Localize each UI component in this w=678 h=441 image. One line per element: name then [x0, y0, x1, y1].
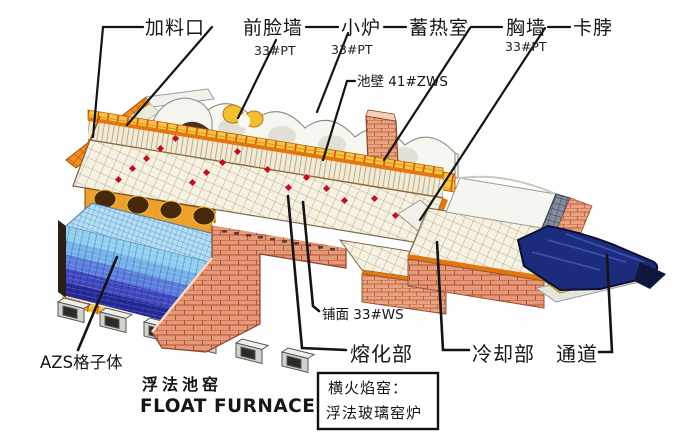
note-box-line2: 浮法玻璃窑炉 [326, 404, 422, 422]
rider-arch-band [84, 187, 216, 235]
label-breast-wall: 胸墙 [506, 17, 546, 39]
leader-lines [76, 25, 614, 354]
caption-english: FLOAT FURNACE [140, 396, 315, 417]
leader-paving [301, 200, 321, 313]
label-regenerator: 蓄热室 [409, 17, 469, 39]
leader-tank-wall [321, 79, 357, 162]
leader-front-face-wall [125, 25, 214, 127]
label-tank-wall: 池壁 41#ZWS [357, 74, 448, 90]
label-paving: 铺面 33#WS [322, 307, 404, 323]
leader-cooling [435, 240, 471, 352]
leader-melting [286, 194, 348, 352]
note-front-face-wall: 33#PT [254, 43, 296, 58]
caption-chinese: 浮法池窑 [142, 375, 222, 394]
labels: 加料口 前脸墙 小炉 蓄热室 胸墙 卡脖 33#PT 33#PT 33#PT 池… [40, 17, 613, 417]
note-box-line1: 横火焰窑： [328, 379, 408, 397]
label-azs-checker: AZS格子体 [40, 353, 123, 372]
note-box: 横火焰窑： 浮法玻璃窑炉 [316, 371, 440, 431]
leader-neck [418, 26, 547, 222]
label-melting-section: 熔化部 [350, 342, 413, 366]
cooling-section [407, 175, 593, 309]
leader-regenerator [382, 26, 472, 162]
leader-front-wall-note [236, 38, 278, 120]
leader-feed-port [91, 25, 145, 139]
tuckstone-dashes [222, 230, 335, 251]
label-cooling-section: 冷却部 [472, 342, 535, 366]
leader-channel [597, 253, 614, 354]
leader-port-furnace [315, 31, 350, 114]
label-channel: 通道 [556, 342, 598, 366]
label-front-face-wall: 前脸墙 [243, 17, 303, 39]
note-port-furnace: 33#PT [331, 42, 373, 57]
note-breast-wall: 33#PT [505, 39, 547, 54]
channel-structure [516, 224, 666, 303]
label-neck: 卡脖 [573, 17, 613, 39]
crown-markers [114, 134, 400, 220]
melting-front-wall [151, 222, 347, 353]
channel-tip [634, 262, 666, 289]
label-port-furnace: 小炉 [341, 17, 381, 39]
label-feed-port: 加料口 [145, 17, 205, 39]
leader-azs-checker [76, 255, 119, 352]
